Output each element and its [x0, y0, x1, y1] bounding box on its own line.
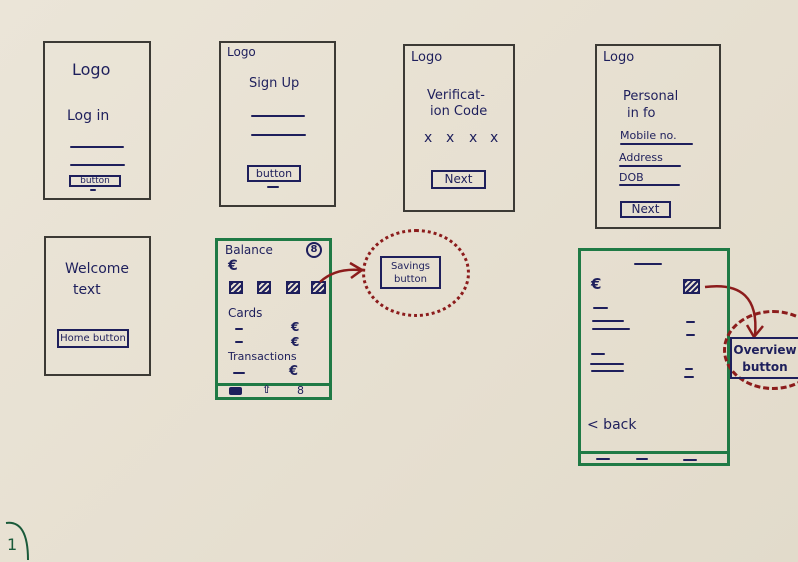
- welcome-screen: [44, 236, 151, 376]
- cards-label: Cards: [228, 306, 263, 320]
- overview-nav-item-3[interactable]: [683, 459, 697, 461]
- savings-button[interactable]: Savings button: [380, 256, 441, 289]
- personal-info-next-button[interactable]: Next: [620, 201, 671, 218]
- transaction-row-1-name[interactable]: [233, 372, 245, 374]
- card-row-1-amount: €: [291, 320, 300, 334]
- overview-currency: €: [591, 275, 602, 293]
- home-screen: [215, 238, 332, 400]
- overview-header-line: [634, 263, 662, 265]
- login-username-field[interactable]: [70, 146, 124, 148]
- overview-row-2-line2: [591, 370, 624, 372]
- personal-info-title-line1: Personal: [623, 89, 679, 104]
- overview-row-1-title: [593, 307, 608, 309]
- savings-shortcut-icon[interactable]: [311, 281, 326, 294]
- signup-field-2[interactable]: [251, 134, 306, 136]
- signup-logo: Logo: [227, 45, 256, 59]
- home-bottom-nav: [218, 383, 329, 397]
- address-field-label: Address: [619, 151, 663, 164]
- verification-logo: Logo: [411, 50, 443, 65]
- home-button[interactable]: Home button: [57, 329, 129, 348]
- verification-title-line2: ion Code: [430, 104, 488, 119]
- overview-button-line1: Overview: [733, 343, 797, 357]
- signup-title: Sign Up: [249, 76, 300, 91]
- verification-next-button[interactable]: Next: [431, 170, 486, 189]
- signup-field-1[interactable]: [251, 115, 305, 117]
- profile-icon[interactable]: 8: [306, 242, 322, 258]
- login-logo: Logo: [72, 60, 111, 79]
- quick-action-1-icon[interactable]: [229, 281, 243, 294]
- login-password-field[interactable]: [70, 164, 125, 166]
- login-screen: [43, 41, 151, 200]
- overview-row-1-line2: [592, 328, 630, 330]
- quick-action-3-icon[interactable]: [286, 281, 300, 294]
- signup-underline: [267, 186, 279, 188]
- overview-button[interactable]: Overview button: [730, 337, 798, 379]
- signup-screen: [219, 41, 336, 207]
- login-title: Log in: [67, 108, 110, 124]
- mobile-field-label: Mobile no.: [620, 129, 677, 142]
- card-row-2-amount: €: [291, 335, 300, 349]
- overview-button-line2: button: [742, 360, 788, 374]
- person-icon[interactable]: 8: [297, 384, 304, 397]
- login-underline: [90, 189, 96, 191]
- overview-row-2-line1: [590, 363, 624, 365]
- overview-nav-item-2[interactable]: [636, 458, 648, 460]
- card-row-1-name[interactable]: [235, 328, 243, 330]
- transaction-row-1-amount: €: [289, 364, 299, 379]
- overview-shortcut-icon[interactable]: [683, 279, 700, 294]
- signup-button[interactable]: button: [247, 165, 301, 182]
- code-digit-3[interactable]: x: [469, 130, 478, 146]
- overview-row-2-title: [591, 353, 605, 355]
- overview-nav-item-1[interactable]: [596, 458, 610, 460]
- savings-highlight-circle: [362, 229, 470, 317]
- code-digit-2[interactable]: x: [446, 130, 455, 146]
- card-row-2-name[interactable]: [235, 341, 243, 343]
- overview-row-1-value1: [686, 321, 695, 323]
- code-digit-4[interactable]: x: [490, 130, 499, 146]
- overview-bottom-nav: [580, 451, 728, 464]
- balance-label: Balance: [225, 243, 273, 257]
- arrow-up-icon[interactable]: ⇧: [262, 383, 272, 396]
- personal-info-title-line2: in fo: [627, 106, 656, 121]
- dob-field[interactable]: [619, 184, 680, 186]
- overview-row-1-line1: [592, 320, 624, 322]
- address-field[interactable]: [619, 165, 681, 167]
- verification-title-line1: Verificat-: [427, 88, 485, 103]
- back-link[interactable]: < back: [587, 417, 637, 433]
- card-icon[interactable]: [229, 387, 242, 395]
- dob-field-label: DOB: [619, 171, 644, 184]
- overview-row-1-value2: [686, 334, 695, 336]
- welcome-text-line2: text: [73, 282, 101, 298]
- savings-button-line2: button: [394, 274, 427, 285]
- transactions-label: Transactions: [228, 350, 297, 363]
- savings-button-line1: Savings: [390, 261, 431, 272]
- page-number-bracket: [5, 521, 29, 561]
- overview-row-2-value1: [685, 368, 693, 370]
- page-number: 1: [7, 535, 18, 554]
- personal-info-logo: Logo: [603, 50, 635, 65]
- login-button[interactable]: button: [69, 175, 121, 187]
- balance-currency: €: [228, 258, 238, 274]
- personal-info-screen: [595, 44, 721, 229]
- mobile-field[interactable]: [620, 143, 693, 145]
- welcome-text-line1: Welcome: [65, 261, 130, 277]
- quick-action-2-icon[interactable]: [257, 281, 271, 294]
- code-digit-1[interactable]: x: [424, 130, 433, 146]
- verification-screen: [403, 44, 515, 212]
- overview-row-2-value2: [684, 376, 694, 378]
- overview-highlight-circle: [723, 310, 798, 390]
